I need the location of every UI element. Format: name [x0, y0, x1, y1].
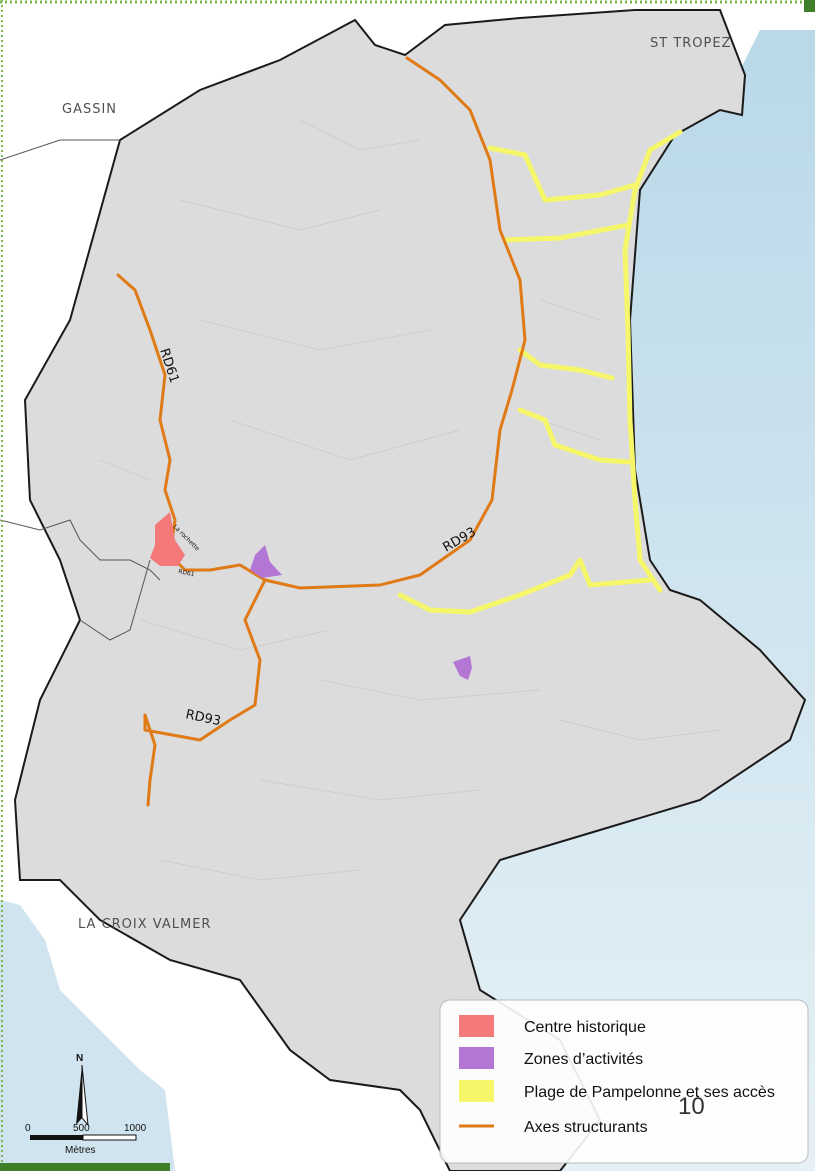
- road-rd93-north: [263, 56, 527, 590]
- place-label-la-croix-valmer: LA CROIX VALMER: [78, 917, 211, 932]
- legend-swatch-centre-historique: [459, 1015, 494, 1037]
- scale-tick-500: 500: [73, 1123, 90, 1134]
- road-label-rd93-south: RD93: [184, 707, 222, 729]
- legend-label-plage-pampelonne: Plage de Pampelonne et ses accès: [524, 1084, 775, 1101]
- road-la-rochette: [168, 553, 267, 582]
- bottom-left-accent: [0, 1163, 170, 1171]
- road-rd93-south: [143, 578, 267, 807]
- activity-zone-1: [250, 545, 282, 578]
- centre-historique-area: [150, 512, 185, 566]
- north-arrow-left-half: [76, 1065, 82, 1125]
- top-right-corner-accent: [804, 0, 815, 12]
- legend-label-zones-activites: Zones d’activités: [524, 1051, 643, 1068]
- legend-box: [439, 999, 809, 1164]
- commune-boundaries: [0, 139, 161, 641]
- scale-bar-segment-1: [30, 1135, 83, 1140]
- scale-bar-segment-2: [82, 1134, 137, 1141]
- place-label-gassin: GASSIN: [62, 102, 117, 117]
- parcel-texture: [99, 119, 721, 881]
- legend-swatch-plage-pampelonne: [459, 1080, 494, 1102]
- legend: Centre historique Zones d’activités Plag…: [439, 999, 809, 1164]
- scale-bar: 0 500 1000 Mètres: [25, 1123, 147, 1156]
- legend-label-centre-historique: Centre historique: [524, 1019, 646, 1036]
- road-label-rd61-small: RD61: [178, 568, 196, 578]
- beach-accesses: [397, 129, 683, 615]
- north-arrow-right-half: [81, 1064, 89, 1127]
- structuring-roads: [116, 56, 527, 807]
- scale-tick-0: 0: [25, 1123, 31, 1134]
- scale-unit: Mètres: [65, 1145, 96, 1156]
- commune-territory: [13, 9, 807, 1171]
- page-number: 10: [678, 1093, 705, 1120]
- activity-zone-2: [453, 656, 472, 680]
- legend-swatch-zones-activites: [459, 1047, 494, 1069]
- north-arrow: N: [76, 1053, 89, 1127]
- sea-southwest: [0, 900, 175, 1171]
- place-label-st-tropez: ST TROPEZ: [650, 36, 732, 51]
- sea-east: [460, 30, 815, 1171]
- scale-tick-1000: 1000: [124, 1123, 147, 1134]
- road-rd61: [116, 273, 177, 557]
- north-arrow-label: N: [76, 1053, 83, 1064]
- legend-label-axes-structurants: Axes structurants: [524, 1119, 648, 1136]
